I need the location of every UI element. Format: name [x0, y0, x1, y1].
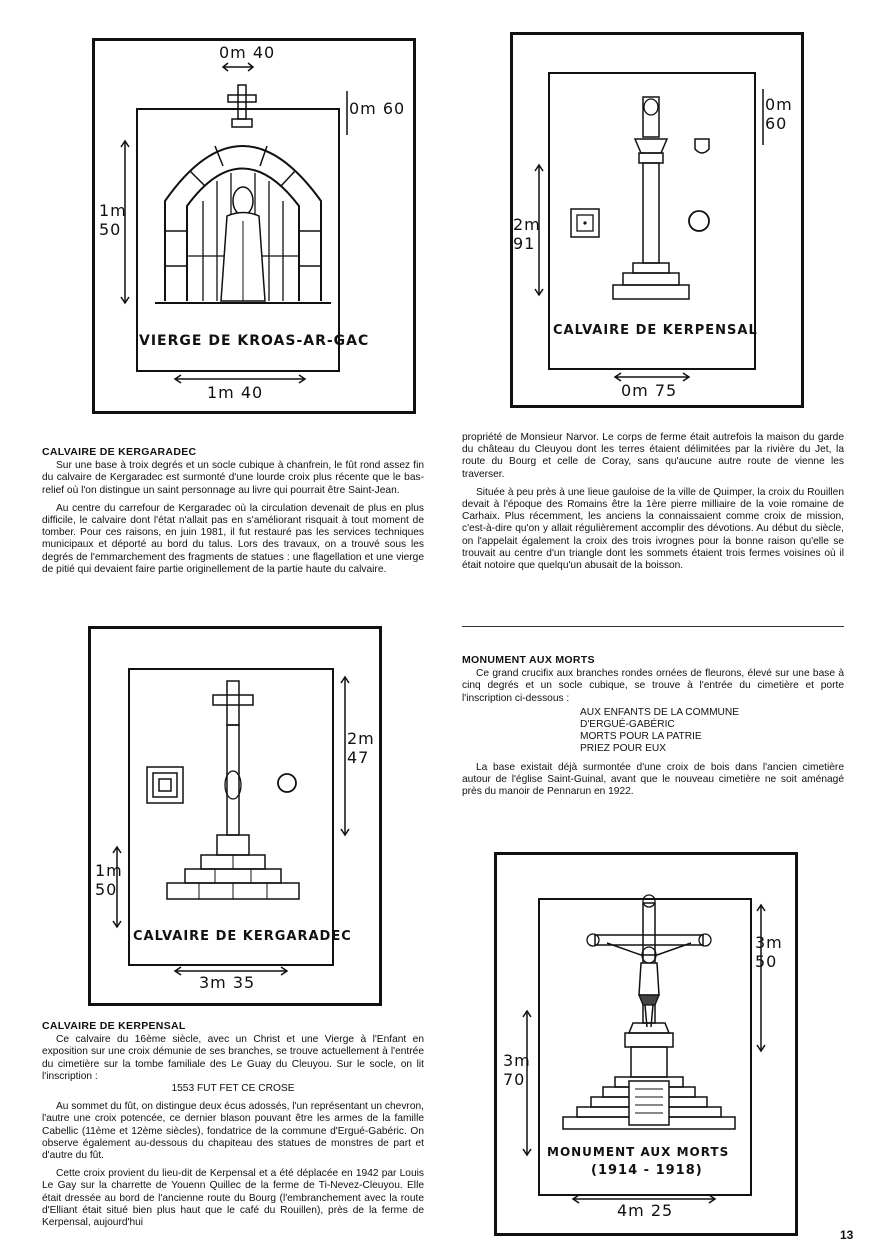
- kerpensal-drawing: [534, 72, 764, 382]
- section-divider: [462, 626, 844, 627]
- dim-left: 1m 50: [99, 201, 127, 239]
- kergaradec-p1: Sur une base à troix degrés et un socle …: [42, 460, 424, 496]
- dim-right: 3m 50: [755, 933, 783, 971]
- page-number: 13: [840, 1228, 854, 1242]
- monument-inscription-line: PRIEZ POUR EUX: [580, 743, 667, 755]
- monument-inscription-line: D'ERGUÉ-GABÉRIC: [580, 719, 675, 731]
- monument-p2: La base existait déjà surmontée d'une cr…: [462, 761, 844, 798]
- monument-p1: Ce grand crucifix aux branches rondes or…: [462, 668, 844, 704]
- section-kerpensal: CALVAIRE DE KERPENSAL Ce calvaire du 16è…: [42, 1020, 424, 1235]
- dim-left: 2m 91: [513, 215, 541, 253]
- section-continuation: propriété de Monsieur Narvor. Le corps d…: [462, 432, 844, 578]
- dim-right: 0m 60: [765, 95, 793, 133]
- kergaradec-drawing: [112, 668, 350, 976]
- heading-monument: MONUMENT AUX MORTS: [462, 654, 595, 666]
- figure-kerpensal: 0m 60 2m 91 CALVAIRE DE KERPENSAL 0m 75: [510, 32, 804, 408]
- caption-monument-line1: MONUMENT AUX MORTS: [547, 1145, 730, 1159]
- continuation-p1: propriété de Monsieur Narvor. Le corps d…: [462, 432, 844, 480]
- dim-bottom: 3m 35: [199, 973, 256, 992]
- heading-kerpensal: CALVAIRE DE KERPENSAL: [42, 1020, 186, 1032]
- monument-drawing: [522, 894, 766, 1204]
- dim-right: 2m 47: [347, 729, 375, 767]
- dim-bottom: 0m 75: [621, 381, 678, 400]
- dim-right: 0m 60: [349, 99, 406, 118]
- kerpensal-inscription: 1553 FUT FET CE CROSE: [171, 1083, 295, 1095]
- figure-monument: 3m 50 3m 70 MONUMENT AUX MORTS (1914 - 1…: [494, 852, 798, 1236]
- dim-bottom: 1m 40: [207, 383, 264, 402]
- monument-inscription-line: MORTS POUR LA PATRIE: [580, 731, 702, 743]
- kerpensal-p1: Ce calvaire du 16ème siècle, avec un Chr…: [42, 1034, 424, 1082]
- heading-kergaradec: CALVAIRE DE KERGARADEC: [42, 446, 197, 458]
- caption-monument-line2: (1914 - 1918): [591, 1163, 703, 1178]
- monument-inscription-line: AUX ENFANTS DE LA COMMUNE: [580, 706, 740, 718]
- kerpensal-p3: Cette croix provient du lieu-dit de Kerp…: [42, 1168, 424, 1229]
- continuation-p2: Située à peu près à une lieue gauloise d…: [462, 486, 844, 572]
- caption-kergaradec: CALVAIRE DE KERGARADEC: [133, 929, 352, 944]
- dim-bottom: 4m 25: [617, 1201, 674, 1220]
- dim-top: 0m 40: [219, 43, 276, 62]
- caption-vierge: VIERGE DE KROAS-AR-GAC: [139, 333, 370, 349]
- figure-vierge: 0m 40 0m 60 1m 50 VIERGE DE KROAS-AR-GAC…: [92, 38, 416, 414]
- caption-kerpensal: CALVAIRE DE KERPENSAL: [553, 323, 758, 338]
- vierge-drawing: [120, 62, 348, 384]
- kerpensal-p2: Au sommet du fût, on distingue deux écus…: [42, 1101, 424, 1162]
- dim-left: 1m 50: [95, 861, 123, 899]
- figure-kergaradec: 2m 47 1m 50 CALVAIRE DE KERGARADEC 3m 35: [88, 626, 382, 1006]
- dim-left: 3m 70: [503, 1051, 531, 1089]
- kergaradec-p2: Au centre du carrefour de Kergaradec où …: [42, 502, 424, 575]
- section-monument: MONUMENT AUX MORTS Ce grand crucifix aux…: [462, 654, 844, 804]
- section-kergaradec: CALVAIRE DE KERGARADEC Sur une base à tr…: [42, 446, 424, 582]
